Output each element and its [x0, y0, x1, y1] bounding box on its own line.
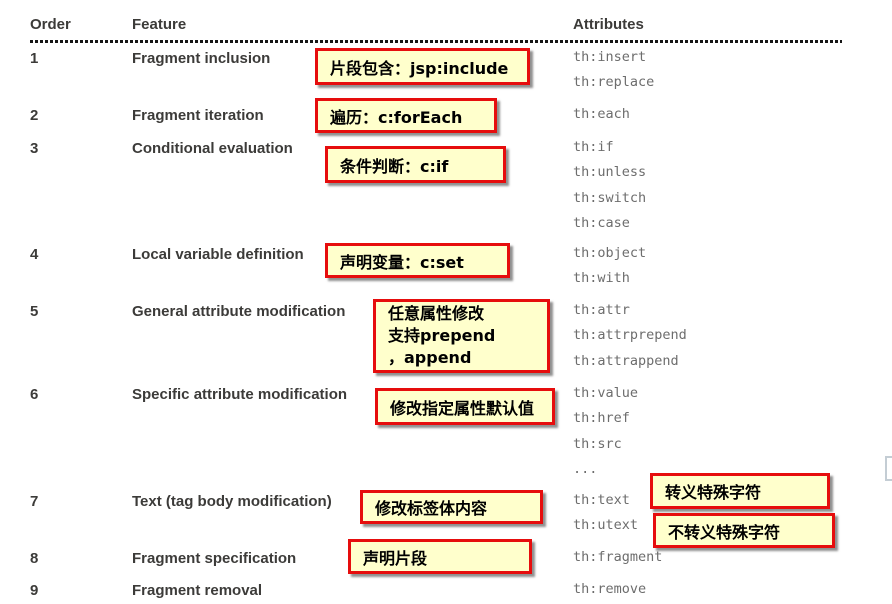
annotation-text-body: 修改标签体内容: [360, 490, 543, 524]
attribute-item: ...: [573, 461, 598, 478]
attribute-item: th:remove: [573, 581, 647, 597]
annotation-fragment-specification: 声明片段: [348, 539, 532, 574]
row-attributes: th:if th:unless th:switch th:case: [573, 135, 646, 237]
row-feature: Specific attribute modification: [132, 386, 348, 403]
row-attributes: th:value th:href th:src ...: [573, 381, 638, 483]
attribute-item: th:value: [573, 385, 639, 401]
row-feature: Fragment removal: [132, 582, 263, 599]
row-feature: General attribute modification: [132, 303, 346, 320]
annotation-conditional-evaluation: 条件判断：c:if: [325, 146, 506, 183]
annotation-fragment-inclusion: 片段包含：jsp:include: [315, 48, 530, 85]
header-divider-dotted-line: [30, 40, 842, 43]
row-feature: Conditional evaluation: [132, 140, 293, 157]
row-attributes: th:text th:utext: [573, 488, 638, 539]
attribute-item: th:src: [573, 435, 622, 452]
row-order: 3: [30, 140, 39, 157]
row-order: 2: [30, 107, 39, 124]
page-edge-bracket-artifact: [885, 456, 892, 481]
annotation-general-attribute: 任意属性修改 支持prepend ，append: [373, 299, 550, 373]
annotation-line: 支持prepend: [388, 326, 496, 345]
attribute-item: th:if: [573, 139, 614, 155]
annotation-local-variable: 声明变量：c:set: [325, 243, 510, 278]
attribute-item: th:text: [573, 492, 630, 508]
attribute-item: th:object: [573, 245, 647, 261]
annotation-escape-chars: 转义特殊字符: [650, 473, 830, 509]
attribute-item: th:attrprepend: [573, 327, 687, 344]
row-feature: Local variable definition: [132, 246, 304, 263]
column-header-attributes: Attributes: [573, 16, 644, 33]
annotation-line: ，append: [388, 348, 472, 367]
attribute-item: th:href: [573, 410, 630, 427]
row-order: 5: [30, 303, 39, 320]
row-order: 1: [30, 50, 39, 67]
annotation-no-escape-chars: 不转义特殊字符: [653, 513, 835, 548]
attribute-item: th:insert: [573, 49, 647, 65]
column-header-order: Order: [30, 16, 71, 33]
row-order: 6: [30, 386, 39, 403]
row-feature: Fragment specification: [132, 550, 297, 567]
row-feature: Text (tag body modification): [132, 493, 332, 510]
row-feature: Fragment inclusion: [132, 50, 271, 67]
attribute-item: th:each: [573, 106, 630, 122]
attribute-item: th:fragment: [573, 549, 663, 565]
row-attributes: th:each: [573, 102, 630, 127]
attribute-item: th:case: [573, 215, 630, 232]
annotation-fragment-iteration: 遍历：c:forEach: [315, 98, 497, 133]
attribute-item: th:replace: [573, 74, 655, 91]
row-order: 7: [30, 493, 39, 510]
row-attributes: th:insert th:replace: [573, 45, 654, 96]
annotation-specific-attribute: 修改指定属性默认值: [375, 388, 555, 425]
row-order: 8: [30, 550, 39, 567]
row-attributes: th:attr th:attrprepend th:attrappend: [573, 298, 687, 374]
attribute-item: th:with: [573, 270, 630, 287]
row-attributes: th:remove: [573, 577, 646, 602]
row-attributes: th:fragment: [573, 545, 662, 570]
row-feature: Fragment iteration: [132, 107, 264, 124]
attribute-item: th:switch: [573, 189, 647, 206]
attribute-item: th:attrappend: [573, 352, 679, 369]
attribute-item: th:attr: [573, 302, 630, 318]
attribute-item: th:utext: [573, 517, 639, 534]
row-order: 9: [30, 582, 39, 599]
row-attributes: th:object th:with: [573, 241, 646, 292]
attribute-item: th:unless: [573, 164, 647, 181]
column-header-feature: Feature: [132, 16, 187, 33]
row-order: 4: [30, 246, 39, 263]
annotation-line: 任意属性修改: [388, 304, 485, 323]
